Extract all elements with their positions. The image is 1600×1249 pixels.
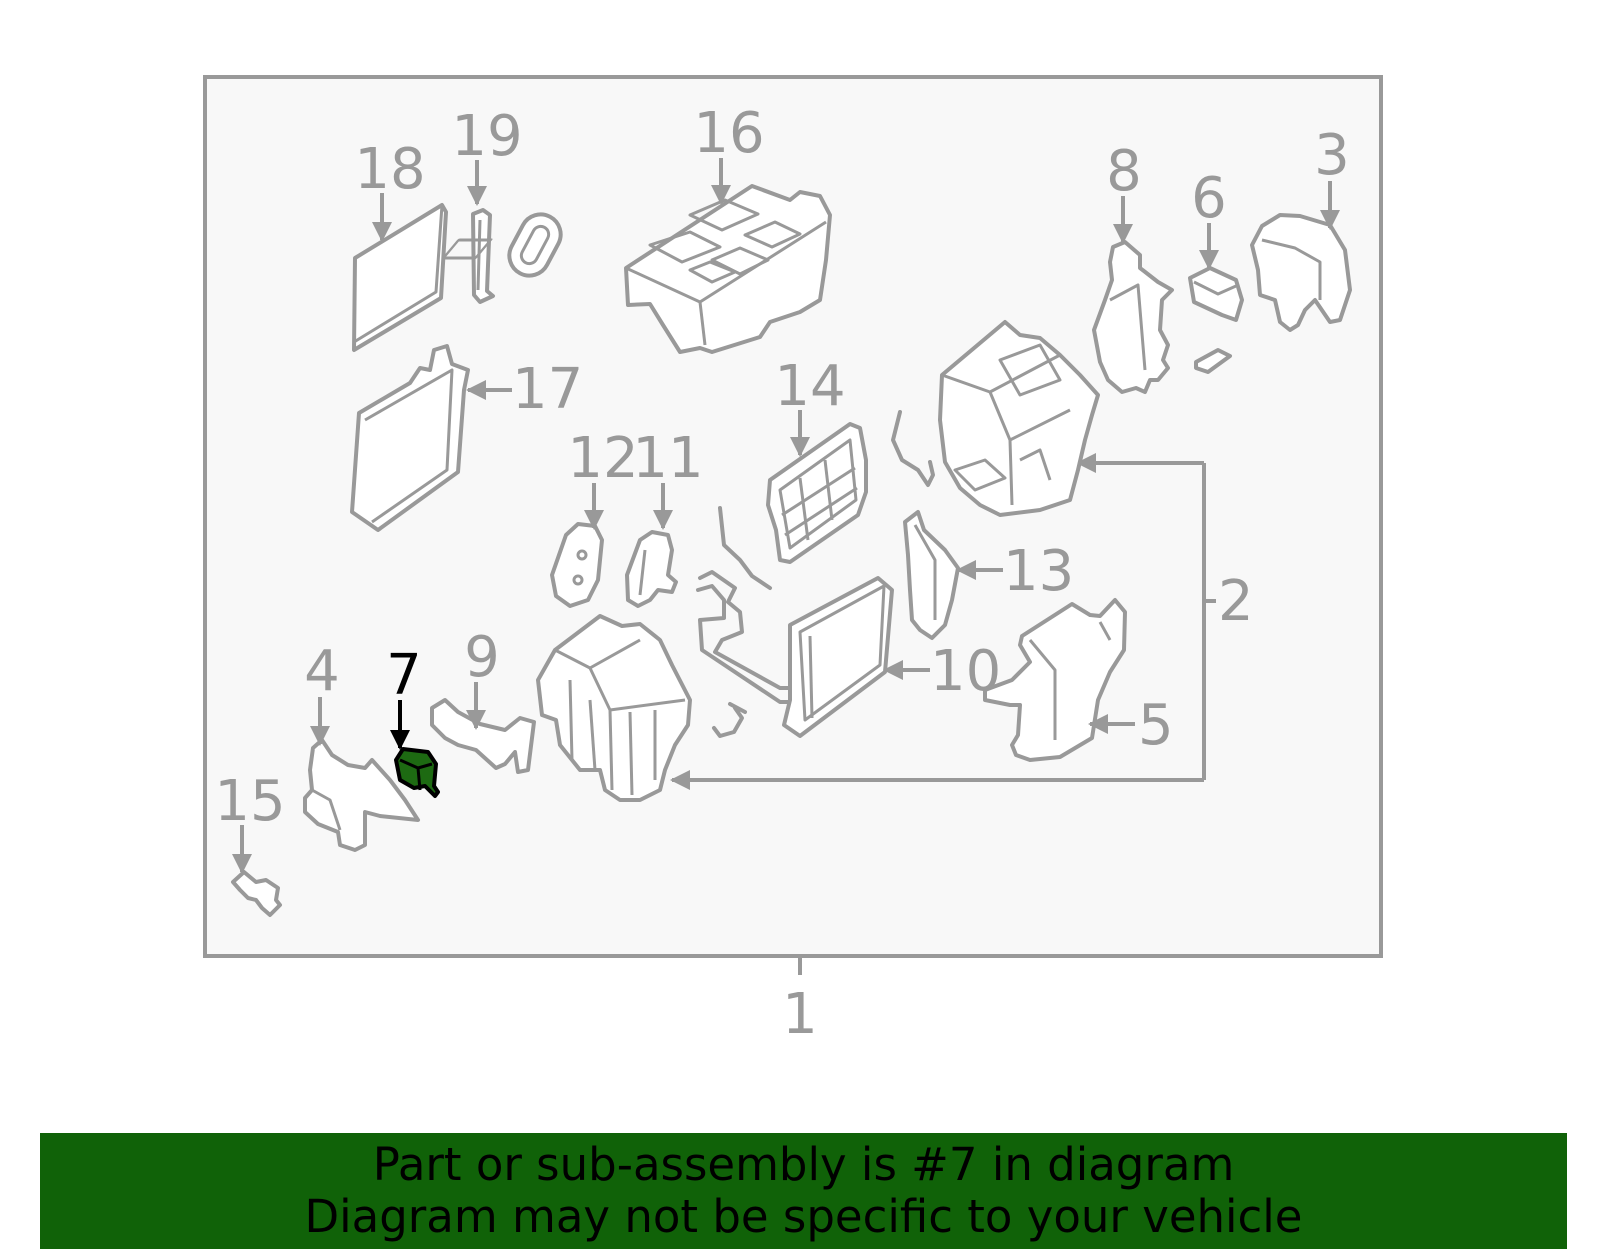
callout-9: 9 — [464, 625, 500, 690]
callout-6: 6 — [1191, 166, 1227, 231]
part-13-duct — [903, 510, 960, 640]
part-6-motor — [1188, 266, 1244, 374]
part-10-heater-core — [782, 576, 894, 738]
callout-5: 5 — [1138, 693, 1174, 758]
part-11-seal — [625, 530, 678, 608]
part-hose-small — [712, 702, 747, 738]
callout-19: 19 — [451, 104, 522, 169]
part-17-evaporator — [350, 344, 470, 532]
callout-14: 14 — [774, 354, 845, 419]
part-8-actuator-bracket — [1092, 240, 1174, 394]
callout-7[interactable]: 7 — [386, 643, 422, 708]
callout-8: 8 — [1106, 139, 1142, 204]
part-cable-mid — [718, 506, 772, 590]
banner-line-2: Diagram may not be specific to your vehi… — [304, 1190, 1303, 1243]
callout-13: 13 — [1003, 539, 1074, 604]
callout-2: 2 — [1218, 569, 1254, 634]
part-18-air-filter — [352, 203, 448, 352]
callout-15: 15 — [214, 769, 285, 834]
callout-1: 1 — [782, 982, 818, 1047]
callout-17: 17 — [512, 357, 583, 422]
banner-line-1: Part or sub-assembly is #7 in diagram — [372, 1138, 1235, 1191]
callout-4: 4 — [304, 639, 340, 704]
part-19-seal-strip — [471, 208, 563, 304]
callout-16: 16 — [693, 101, 764, 166]
callout-3: 3 — [1314, 123, 1350, 188]
callout-11: 11 — [632, 426, 703, 491]
part-cable-upper — [891, 410, 935, 487]
part-16-upper-case — [441, 184, 832, 354]
part-heater-pipe — [696, 570, 797, 704]
part-7-highlighted-actuator[interactable] — [394, 747, 440, 798]
part-15-clip — [231, 870, 282, 917]
part-2-case-left — [536, 614, 692, 802]
part-4-bracket — [303, 738, 420, 852]
part-2-case-right — [938, 320, 1100, 517]
info-banner: Part or sub-assembly is #7 in diagram Di… — [40, 1133, 1567, 1249]
callout-18: 18 — [354, 137, 425, 202]
callout-12: 12 — [567, 426, 638, 491]
part-14-air-mix-door — [766, 422, 868, 564]
